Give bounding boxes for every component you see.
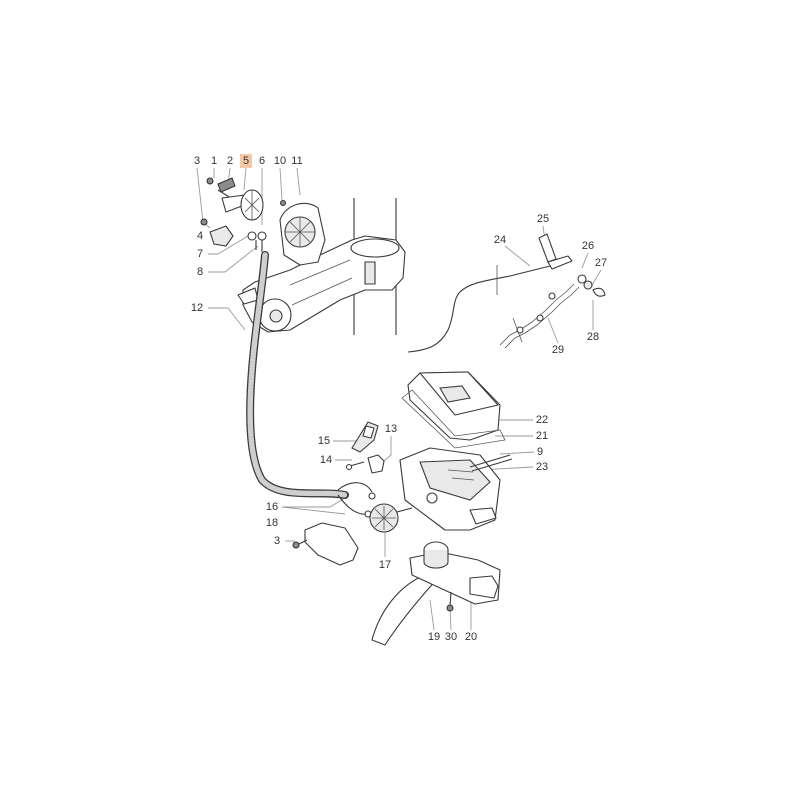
callout-9: 9 bbox=[536, 446, 544, 458]
callout-17: 17 bbox=[378, 559, 392, 571]
caliper-bracket-arm bbox=[237, 235, 406, 333]
callout-14: 14 bbox=[319, 454, 333, 466]
callout-24: 24 bbox=[493, 234, 507, 246]
adjuster-parts bbox=[200, 177, 286, 252]
callout-3-lower: 3 bbox=[273, 535, 281, 547]
callout-13: 13 bbox=[384, 423, 398, 435]
callout-3: 3 bbox=[193, 155, 201, 167]
callout-11: 11 bbox=[291, 155, 303, 167]
callout-12: 12 bbox=[190, 302, 204, 314]
cable-assembly bbox=[407, 233, 606, 353]
callout-2: 2 bbox=[226, 155, 234, 167]
callout-20: 20 bbox=[464, 631, 478, 643]
callout-26: 26 bbox=[581, 240, 595, 252]
callout-8: 8 bbox=[196, 266, 204, 278]
callout-25: 25 bbox=[536, 213, 550, 225]
callout-7: 7 bbox=[196, 248, 204, 260]
callout-27: 27 bbox=[594, 257, 608, 269]
callout-1: 1 bbox=[210, 155, 218, 167]
callout-16: 16 bbox=[265, 501, 279, 513]
callout-28: 28 bbox=[586, 331, 600, 343]
cover-part-11 bbox=[279, 202, 326, 266]
leader-lines bbox=[196, 167, 602, 631]
wiring bbox=[337, 482, 376, 518]
lever-assembly bbox=[371, 541, 501, 646]
callout-19: 19 bbox=[427, 631, 441, 643]
callout-18: 18 bbox=[265, 517, 279, 529]
callout-21: 21 bbox=[535, 430, 549, 442]
callout-6: 6 bbox=[258, 155, 266, 167]
sensor-wheel-17 bbox=[369, 503, 413, 533]
callout-30: 30 bbox=[444, 631, 458, 643]
callout-29: 29 bbox=[551, 344, 565, 356]
callout-23: 23 bbox=[535, 461, 549, 473]
reservoir-body bbox=[399, 447, 513, 531]
callout-15: 15 bbox=[317, 435, 331, 447]
reservoir-cap bbox=[401, 371, 506, 449]
callout-10: 10 bbox=[273, 155, 287, 167]
switch-parts bbox=[345, 421, 385, 474]
callout-5-highlighted[interactable]: 5 bbox=[239, 154, 253, 168]
cover-plate bbox=[292, 522, 359, 566]
callout-22: 22 bbox=[535, 414, 549, 426]
brake-hose bbox=[246, 251, 349, 499]
callout-4: 4 bbox=[196, 230, 204, 242]
